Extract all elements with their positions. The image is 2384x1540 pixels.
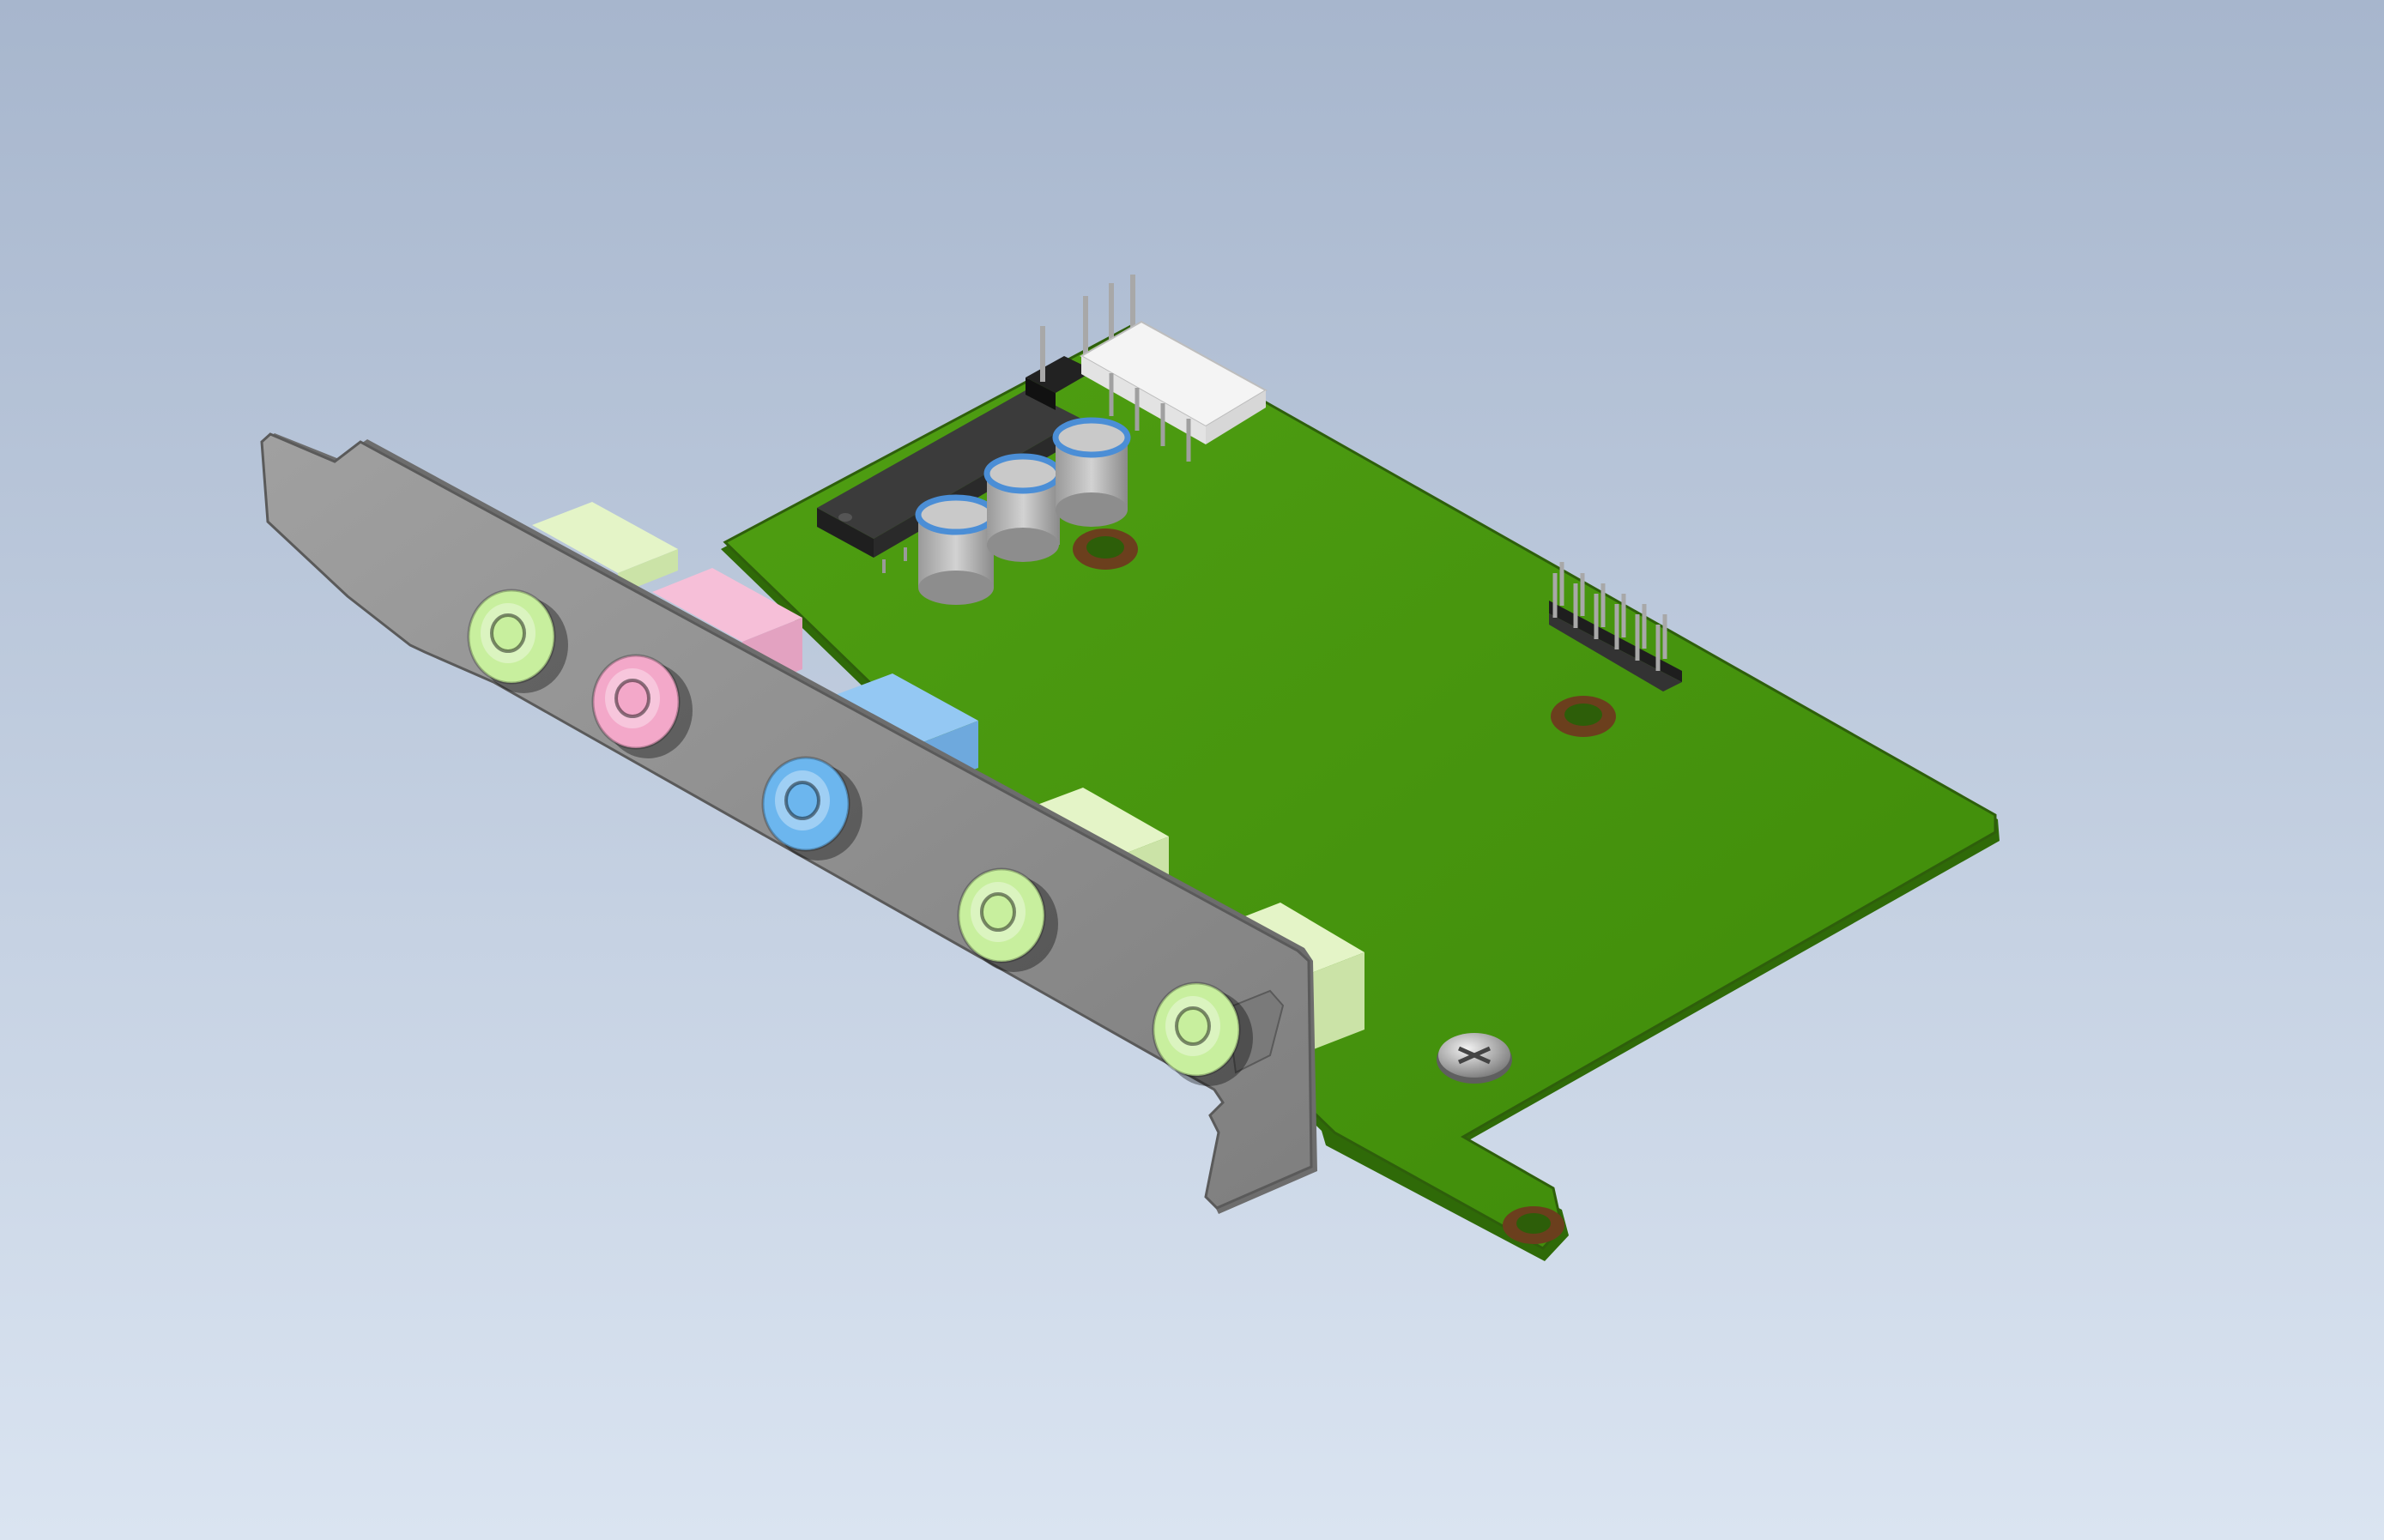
screw-icon <box>1437 1033 1512 1084</box>
capacitor <box>983 453 1062 562</box>
audio-jack-3 <box>761 756 862 861</box>
mounting-hole <box>1503 1206 1564 1244</box>
audio-jack-2 <box>591 654 693 758</box>
mounting-hole <box>1073 528 1138 570</box>
audio-jacks <box>467 589 1253 1086</box>
audio-jack-4 <box>957 867 1058 972</box>
capacitor <box>1052 417 1131 527</box>
pin-header <box>1549 562 1682 691</box>
capacitor <box>915 494 997 605</box>
white-connector <box>1079 320 1268 462</box>
mounting-hole <box>1551 696 1616 737</box>
audio-jack-1 <box>467 589 568 693</box>
audio-jack-5 <box>1152 981 1253 1086</box>
